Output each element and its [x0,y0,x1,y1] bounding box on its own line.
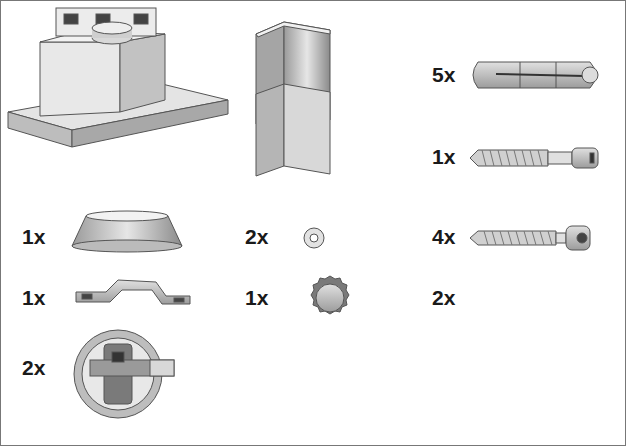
torx-screw [470,226,590,250]
quantity-label: 1x [22,286,45,310]
wall-plug [473,62,598,88]
hex-screw [470,148,598,168]
fixing-clip [74,330,174,418]
quantity-label: 1x [432,145,455,169]
quantity-label: 1x [245,286,268,310]
quantity-label: 4x [432,225,455,249]
knurled-knob [311,276,349,314]
quantity-label: 2x [22,356,45,380]
cooker-hood [8,8,228,147]
quantity-label: 5x [432,63,455,87]
washer [304,228,324,248]
quantity-label: 1x [22,225,45,249]
mounting-bracket [76,280,190,304]
chimney-duct [256,22,330,176]
quantity-label: 2x [245,225,268,249]
quantity-label: 2x [432,286,455,310]
air-collar [72,211,182,252]
